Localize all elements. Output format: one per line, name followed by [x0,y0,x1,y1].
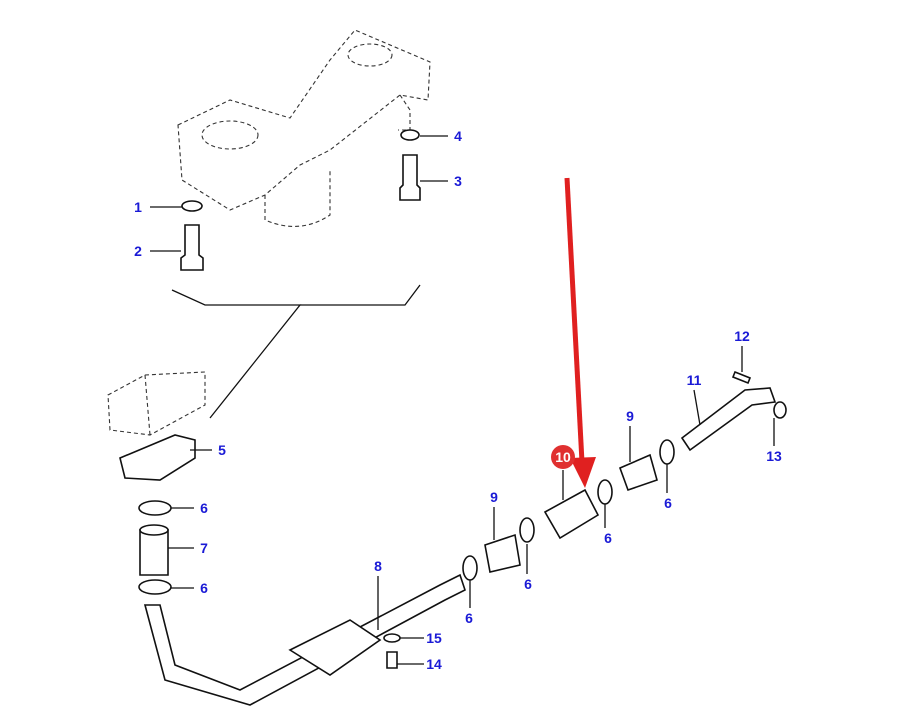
pipe-8 [143,573,466,706]
callout-6: 6 [200,580,208,596]
callout-9: 9 [626,408,634,424]
callout-13: 13 [766,448,782,464]
leader-lines [150,135,775,665]
bolt-14 [386,651,398,669]
bolt-2 [180,224,204,271]
pipe-bracket [288,619,382,676]
hose-9 [618,453,658,492]
callout-6: 6 [465,610,473,626]
flange-5 [119,434,196,481]
steering-housing-outline [177,29,431,227]
callout-3: 3 [454,173,462,189]
callout-14: 14 [426,656,442,672]
valve-block-outline [107,371,206,436]
o-ring-13 [773,401,787,419]
hose-clamp-6 [138,500,172,516]
washer-15 [383,633,401,643]
hose-9 [484,533,521,573]
washer-1 [181,200,203,212]
callout-5: 5 [218,442,226,458]
highlight-arrow [564,177,596,488]
callout-6: 6 [604,530,612,546]
callout-2: 2 [134,243,142,259]
washer-4 [400,129,420,141]
callout-6: 6 [524,576,532,592]
pipe-11 [680,387,777,452]
callout-10: 10 [555,449,571,465]
callout-12: 12 [734,328,750,344]
callout-1: 1 [134,199,142,215]
callout-15: 15 [426,630,442,646]
callout-6: 6 [664,495,672,511]
hose-clamp-6 [597,479,613,505]
callout-9: 9 [490,489,498,505]
detail-wedge-right [300,284,421,306]
bolt-12 [731,370,752,385]
hose-7 [139,529,169,576]
bolt-3 [399,154,421,201]
callout-8: 8 [374,558,382,574]
hose-clamp-6 [659,439,675,465]
callout-7: 7 [200,540,208,556]
hose-clamp-6 [519,517,535,543]
hose-7-end [139,524,169,536]
hose-clamp-6 [462,555,478,581]
callout-6: 6 [200,500,208,516]
callout-4: 4 [454,128,462,144]
hose-clamp-6 [138,579,172,595]
detail-wedge-left [171,289,302,419]
filter-10 [543,488,600,540]
callout-badge-10 [551,445,575,469]
callout-11: 11 [687,372,702,388]
